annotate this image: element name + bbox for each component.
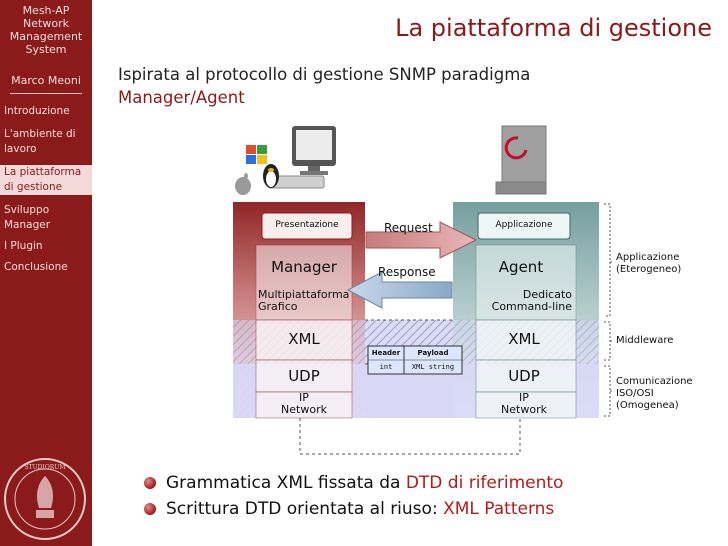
slide-title: La piattaforma di gestione: [395, 14, 712, 42]
manager-computer-icon: [267, 126, 336, 189]
bullet-item: Scrittura DTD orientata al riuso: XML Pa…: [138, 496, 728, 522]
debian-server-icon: [495, 125, 547, 195]
agent-net-label: Network: [501, 403, 547, 416]
layer-label-applicazione: Applicazione (Eterogeneo): [616, 252, 681, 276]
agent-label: Agent: [498, 258, 544, 276]
manager-udp-label: UDP: [288, 367, 320, 385]
bullet-list: Grammatica XML fissata da DTD di riferim…: [138, 470, 728, 546]
manager-desc-line: Multipiattaforma: [258, 288, 350, 301]
bullet-icon: [144, 477, 156, 489]
title-line: System: [25, 43, 67, 56]
sidebar-nav: Introduzione L'ambiente di lavoro La pia…: [0, 104, 92, 275]
nav-item-ambiente[interactable]: L'ambiente di lavoro: [4, 128, 76, 155]
bullet-text: Scrittura DTD orientata al riuso:: [166, 499, 444, 519]
university-seal-logo: STUDIORUM: [4, 458, 86, 540]
svg-text:STUDIORUM: STUDIORUM: [25, 464, 66, 471]
title-line: Management: [9, 30, 83, 43]
bullet-item: Grammatica XML fissata da DTD di riferim…: [138, 470, 728, 496]
bracket-middleware: [604, 321, 611, 361]
manager-presentation-label: Presentazione: [275, 220, 339, 230]
layer-label-line: (Omogenea): [616, 400, 679, 411]
response-label: Response: [378, 265, 436, 279]
layer-label-line: (Eterogeneo): [616, 264, 682, 275]
layer-label-line: Comunicazione: [616, 376, 693, 387]
packet-diagram: [367, 345, 463, 375]
sidebar-divider: [10, 93, 82, 94]
bullet-text: Grammatica XML fissata da: [166, 473, 406, 493]
agent-xml-label: XML: [508, 330, 540, 348]
nav-item-sviluppo[interactable]: Sviluppo Manager: [4, 204, 51, 231]
packet-header-label: Header: [371, 349, 401, 357]
agent-desc-line: Dedicato: [522, 288, 572, 301]
presentation-title: Mesh-AP Network Management System: [0, 4, 92, 56]
windows-logo-icon: [246, 145, 267, 164]
manager-xml-label: XML: [288, 330, 320, 348]
agent-application-label: Applicazione: [495, 220, 553, 230]
tux-linux-icon: [263, 164, 279, 188]
network-link: [299, 418, 521, 455]
agent-ip-label: IP: [519, 391, 529, 404]
subtitle-accent: Manager/Agent: [118, 88, 245, 107]
nav-item-piattaforma[interactable]: La piattaforma di gestione: [0, 165, 92, 195]
layer-label-line: ISO/OSI: [616, 388, 654, 399]
bracket-applicazione: [604, 203, 611, 317]
layer-label-comunicazione: Comunicazione ISO/OSI (Omogenea): [616, 376, 693, 412]
manager-label: Manager: [271, 258, 337, 276]
manager-network-label: IP Network: [256, 392, 352, 416]
manager-desc-line: Grafico: [258, 300, 298, 313]
author-name: Marco Meoni: [11, 74, 81, 87]
bullet-icon: [144, 503, 156, 515]
apple-logo-icon: [235, 173, 251, 195]
agent-application-box: [477, 212, 571, 240]
bullet-accent: DTD di riferimento: [405, 473, 564, 493]
agent-network-label: IP Network: [476, 392, 572, 416]
agent-description: Dedicato Command-line: [476, 289, 572, 313]
manager-description: Multipiattaforma Grafico: [258, 289, 349, 313]
manager-presentation-box: [261, 212, 353, 240]
slide-subtitle: Ispirata al protocollo di gestione SNMP …: [118, 63, 678, 109]
packet-payload-label: Payload: [417, 349, 449, 357]
nav-item-introduzione[interactable]: Introduzione: [4, 105, 70, 117]
manager-net-label: Network: [281, 403, 327, 416]
packet-header-type: int: [379, 363, 393, 371]
bullet-accent: XML Patterns: [443, 499, 555, 519]
sidebar: Mesh-AP Network Management System Marco …: [0, 0, 92, 546]
layer-label-middleware: Middleware: [616, 335, 674, 346]
request-label: Request: [384, 221, 433, 235]
response-arrow: [346, 271, 453, 309]
packet-payload-type: XML string: [411, 363, 455, 371]
layer-label-line: Applicazione: [616, 252, 680, 263]
agent-desc-line: Command-line: [491, 300, 572, 313]
nav-item-conclusione[interactable]: Conclusione: [4, 261, 68, 273]
agent-udp-label: UDP: [508, 367, 540, 385]
request-arrow: [365, 221, 478, 259]
subtitle-main: Ispirata al protocollo di gestione SNMP …: [118, 65, 531, 84]
bracket-comunicazione: [604, 365, 611, 417]
nav-item-plugin[interactable]: I Plugin: [4, 240, 43, 252]
manager-ip-label: IP: [299, 391, 309, 404]
title-line: Mesh-AP: [22, 4, 70, 17]
title-line: Network: [23, 17, 69, 30]
